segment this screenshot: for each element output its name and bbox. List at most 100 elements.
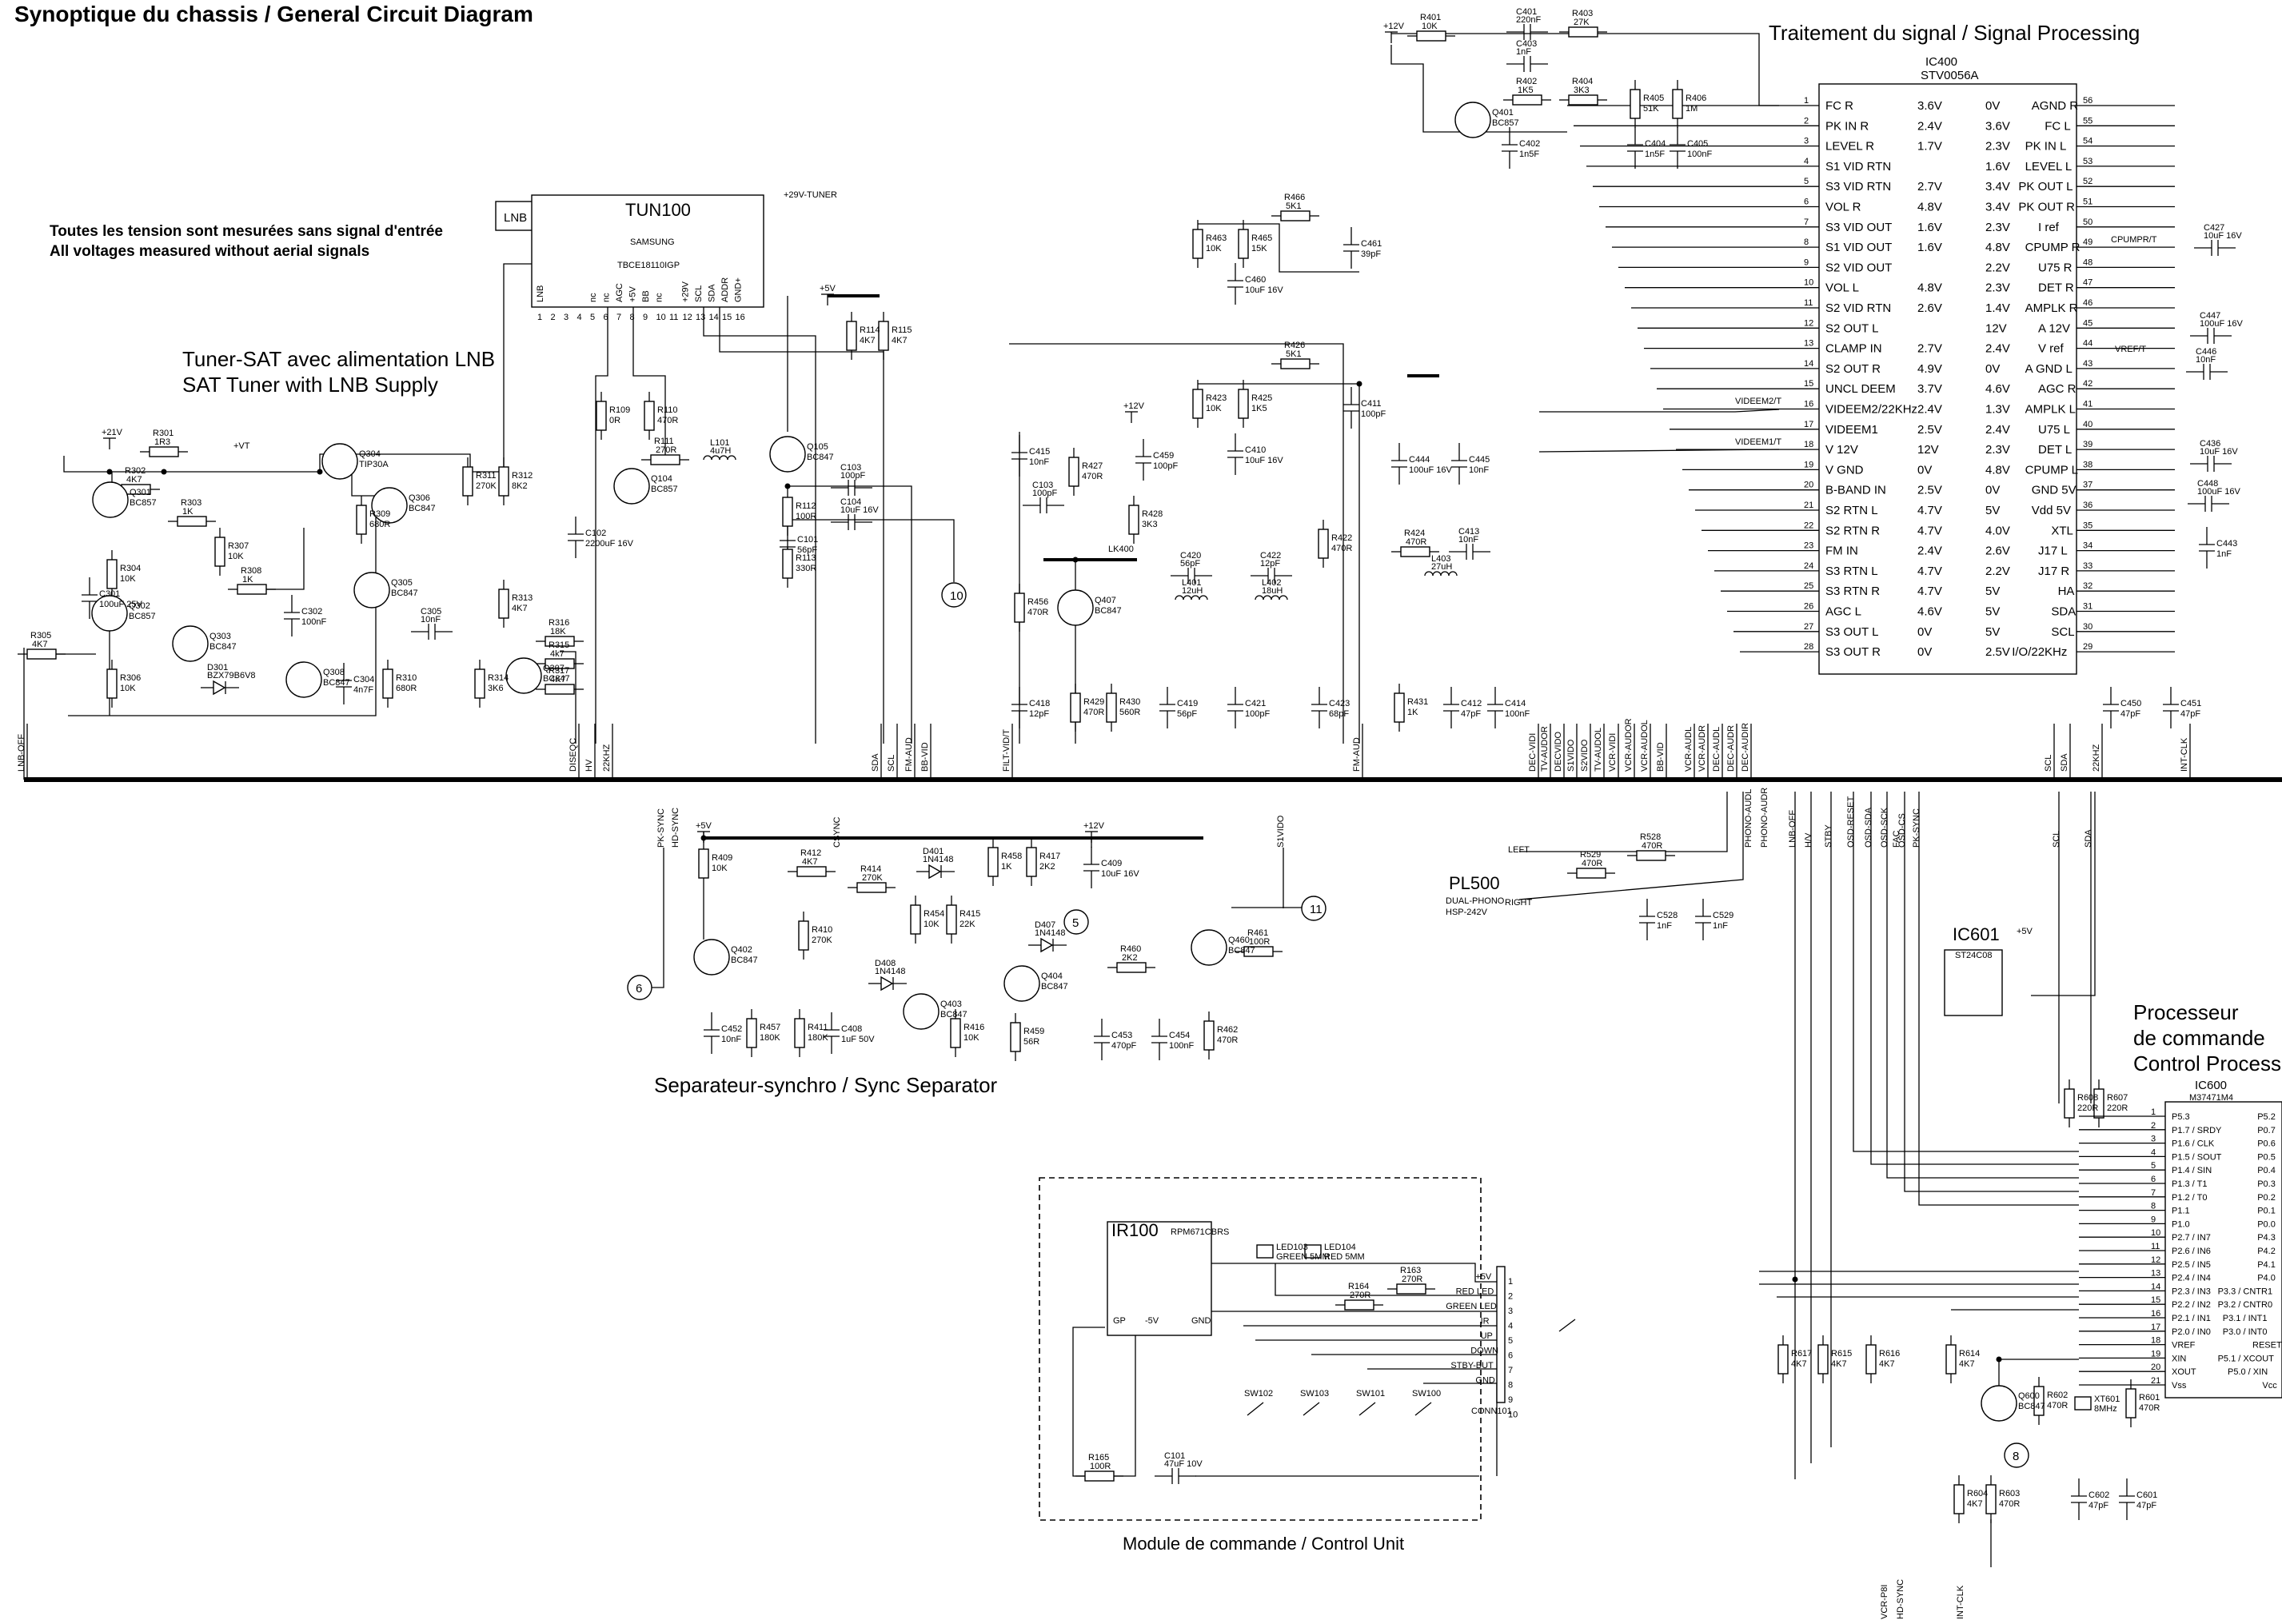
- video-r456-body: [1014, 593, 1025, 623]
- signal-c427-value: 10uF 16V: [2204, 231, 2242, 241]
- sync-r461-ref: R461: [1247, 928, 1268, 938]
- tuner-q104-ref: Q104: [651, 474, 672, 484]
- ic400-pin-name: V ref: [2038, 342, 2065, 356]
- pl500-left: LEFT: [1508, 845, 1530, 855]
- ic400-pin-name: UNCL DEEM: [1825, 382, 1896, 396]
- tuner-q104-value: BC857: [651, 485, 678, 494]
- ic400-pin-number: 18: [1804, 440, 1813, 449]
- tuner-r303-ref: R303: [181, 498, 201, 508]
- ic400-voltage: 2.5V: [1985, 645, 2010, 659]
- tuner-pin-number: 14: [709, 313, 719, 322]
- control-r528-value: 470R: [1642, 841, 1662, 851]
- ic600-pin-name: P3.0 / INT0: [2223, 1327, 2268, 1337]
- video-c412-ref: C412: [1461, 699, 1482, 708]
- ic400-voltage: 4.0V: [1985, 524, 2010, 537]
- signal-c450-value: 47pF: [2120, 709, 2140, 719]
- signal-section-title: Traitement du signal / Signal Processing: [1769, 21, 2140, 45]
- tuner-section-title-en: SAT Tuner with LNB Supply: [182, 373, 438, 397]
- sync-r459-ref: R459: [1023, 1027, 1044, 1036]
- control-r163-value: 270R: [1402, 1275, 1422, 1284]
- wire: [719, 307, 884, 744]
- ic400-voltage: 0V: [1917, 463, 1932, 477]
- ic400-pin-name: I/O/22KHz: [2012, 645, 2067, 659]
- ic400-pin-number: 11: [1804, 298, 1813, 308]
- video-r428-body: [1128, 505, 1139, 535]
- ic400-pin-number: 38: [2083, 460, 2092, 469]
- ic400-voltage: 4.8V: [1917, 201, 1942, 214]
- bus-label-top: S1VIDO: [1566, 739, 1576, 772]
- signal-r406-ref: R406: [1686, 94, 1706, 103]
- bus-label-top: SDA: [2060, 753, 2069, 772]
- ic600-pin-name: P0.6: [2257, 1139, 2276, 1149]
- sync-r414-ref: R414: [860, 864, 881, 874]
- video-c422-value: 12pF: [1260, 559, 1280, 569]
- bus-label-top: VCR-AUDL: [1684, 727, 1694, 772]
- tuner-c302-value: 100nF: [301, 617, 326, 627]
- ic400-pin-number: 29: [2083, 642, 2092, 652]
- ic400-voltage: 4.7V: [1917, 524, 1942, 537]
- tuner-pin-number: 8: [630, 313, 635, 322]
- tuner-r115-body: [878, 321, 889, 351]
- ic400-voltage: 3.6V: [1985, 119, 2010, 133]
- net-label-videem2: VIDEEM2/T: [1735, 397, 1781, 406]
- video-l403-value: 27uH: [1431, 562, 1452, 572]
- control-led104-value: RED 5MM: [1324, 1252, 1365, 1262]
- video-c421-value: 100pF: [1245, 709, 1270, 719]
- bus-label-top: DEC-AUDR: [1726, 725, 1736, 772]
- signal-c401-ref: C401: [1516, 7, 1537, 17]
- bus-label-bottom: S1VIDO: [1276, 815, 1286, 848]
- sync-r416-ref: R416: [963, 1023, 984, 1032]
- bus-label-top: S2VIDO: [1580, 739, 1590, 772]
- tuner-r312-value: 8K2: [512, 481, 528, 491]
- ic400-pin-name: VOL R: [1825, 201, 1861, 214]
- bus-label-bottom: H/V: [1804, 832, 1813, 848]
- junction-dot: [1996, 1356, 2002, 1363]
- sync-r411-value: 180K: [808, 1033, 828, 1043]
- ic400-ref: IC400: [1925, 55, 1957, 69]
- ic400-pin-number: 42: [2083, 379, 2092, 389]
- signal-r403-ref: R403: [1572, 9, 1593, 18]
- tuner-q307-body: [505, 657, 542, 694]
- signal-r403-body: [1568, 26, 1598, 38]
- tuner-r305-body: [26, 648, 57, 660]
- ic400-pin-name: S2 RTN R: [1825, 524, 1880, 537]
- sync-r457-value: 180K: [760, 1033, 780, 1043]
- ic400-voltage: 3.7V: [1917, 382, 1942, 396]
- control-q600-value: BC847: [2018, 1402, 2045, 1411]
- sync-d408-value: 1N4148: [875, 967, 906, 976]
- ic400-voltage: 2.3V: [1985, 140, 2010, 154]
- conn101-pin-number: 7: [1508, 1366, 1513, 1375]
- sync-r411-ref: R411: [808, 1023, 828, 1032]
- sync-r415-ref: R415: [959, 909, 980, 919]
- tuner-pin-name: nc: [588, 293, 598, 302]
- junction-dot: [1356, 381, 1362, 387]
- signal-c436-value: 10uF 16V: [2200, 447, 2238, 457]
- bus-label-top: INT-CLK: [2180, 737, 2189, 772]
- ic400-pin-name: S2 RTN L: [1825, 504, 1878, 517]
- control-unit-module: IR100 RPM671CBRS GP -5V GND CONN101 1+5V…: [1039, 1177, 1518, 1521]
- sync-c452-ref: C452: [721, 1024, 742, 1034]
- control-r615-value: 4K7: [1831, 1359, 1847, 1369]
- control-r616-ref: R616: [1879, 1349, 1900, 1359]
- conn101-signal: IR: [1481, 1317, 1490, 1327]
- control-sw102-ref: SW102: [1244, 1389, 1273, 1399]
- ic400-pin-name: PK OUT R: [2018, 201, 2075, 214]
- signal-r404-body: [1568, 94, 1598, 106]
- ic600-pin-name: P5.0 / XIN: [2228, 1367, 2268, 1377]
- signal-r402-value: 1K5: [1518, 86, 1534, 95]
- tuner-pin-name: LNB: [536, 285, 545, 302]
- tuner-r112-value: 100R: [796, 512, 816, 521]
- control-sw103-ref: SW103: [1300, 1389, 1329, 1399]
- video-r425-value: 1K5: [1251, 404, 1267, 413]
- ic400-voltage: 4.8V: [1917, 281, 1942, 295]
- tuner-r310-ref: R310: [396, 673, 417, 683]
- control-unit-frame: [1039, 1177, 1482, 1521]
- ic400-pin-number: 33: [2083, 561, 2092, 571]
- video-r426-value: 5K1: [1286, 349, 1302, 359]
- ic600-pin-name: P4.1: [2257, 1260, 2276, 1270]
- bus-label-bottom: INT-CLK: [1956, 1585, 1965, 1619]
- supply-21v: +21V: [102, 428, 123, 437]
- tuner-q305-body: [353, 572, 390, 609]
- ic400-voltage: 4.7V: [1917, 585, 1942, 598]
- tuner-c102-value: 2200uF 16V: [585, 539, 634, 549]
